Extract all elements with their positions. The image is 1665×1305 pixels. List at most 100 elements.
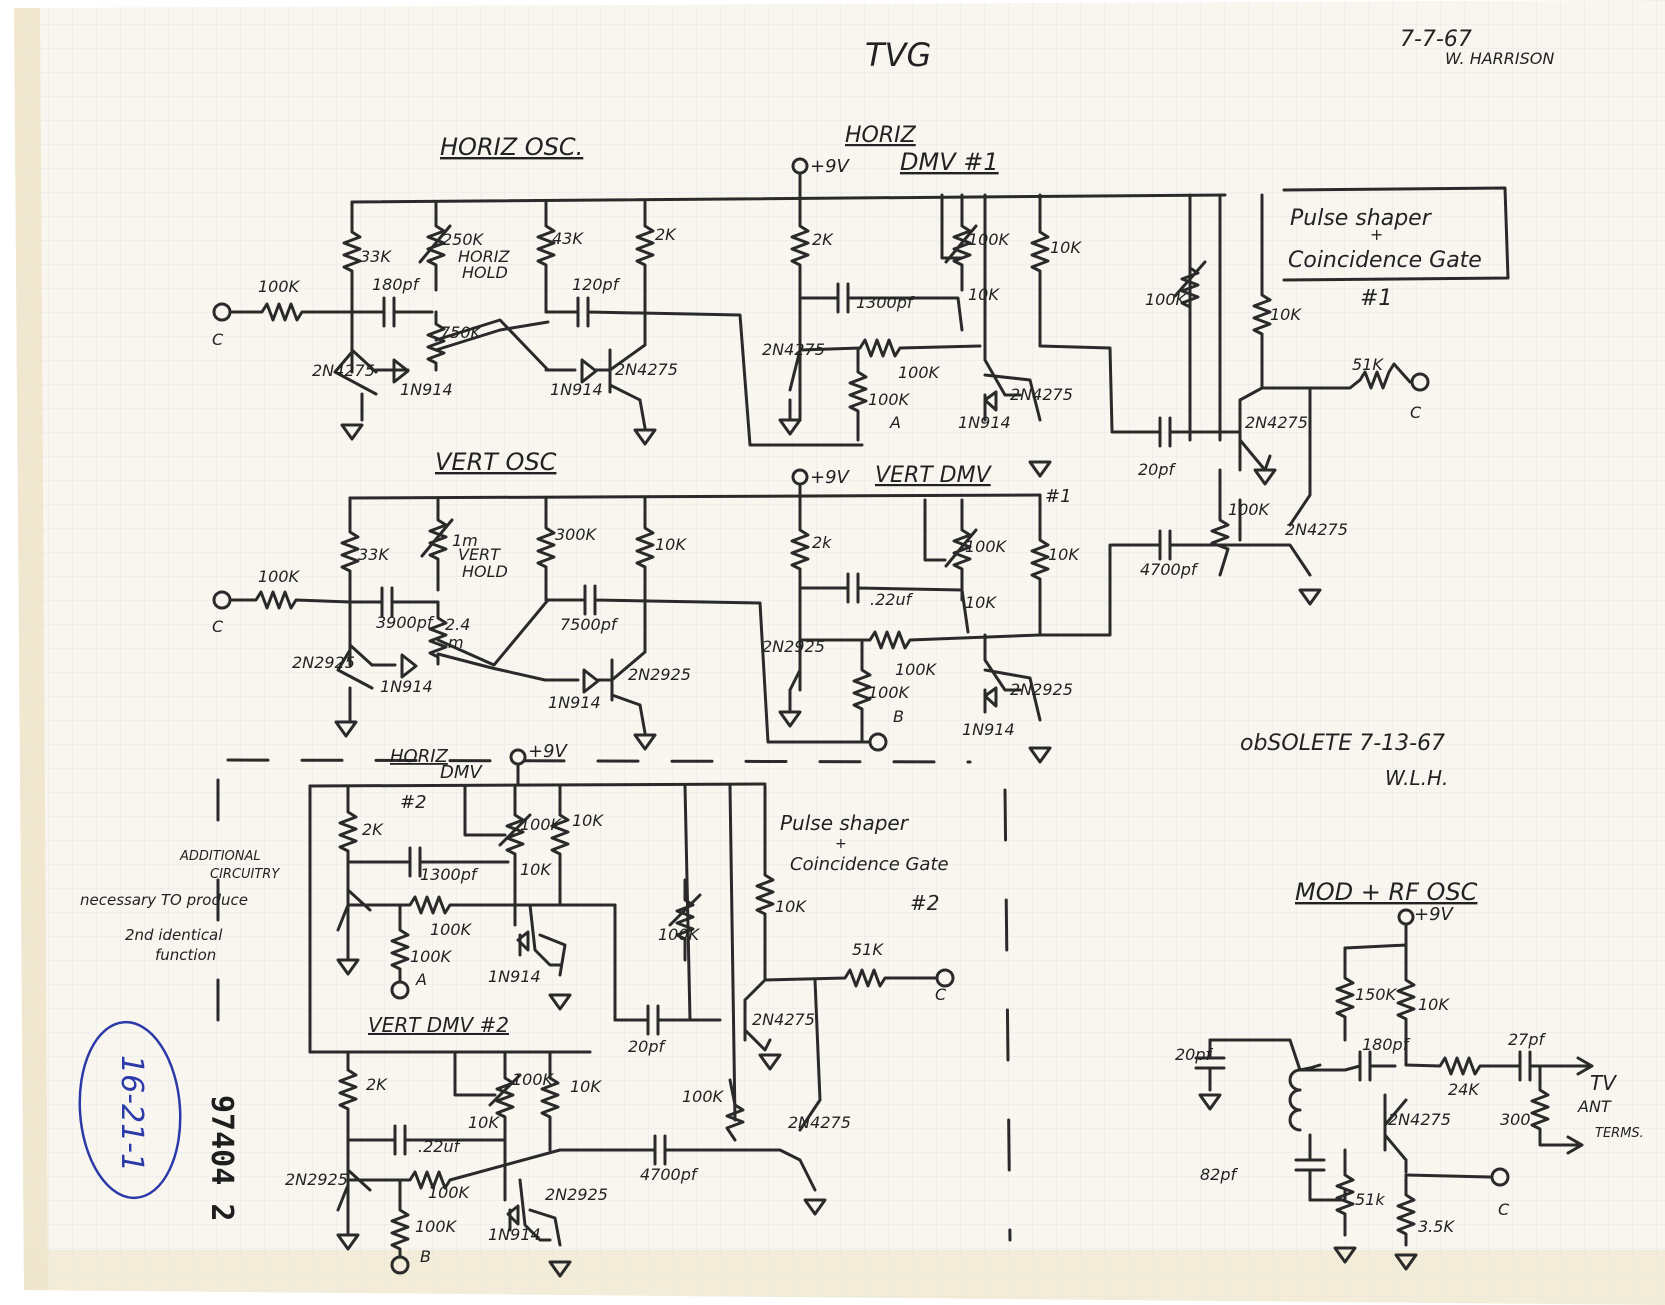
component-label: 150K (1355, 985, 1398, 1004)
component-label: 1N914 (962, 720, 1015, 739)
pulse-shaper-2-line1: Pulse shaper (780, 811, 910, 835)
section-horiz-dmv-2-number: #2 (400, 792, 427, 813)
component-label: 82pf (1200, 1165, 1239, 1184)
horiz-osc-circuit (212, 193, 1227, 447)
component-label: 100K (658, 925, 701, 944)
component-label: 4700pf (1140, 560, 1199, 579)
labels: TVG 7-7-67 W. HARRISON HORIZ OSC. HORIZ … (78, 27, 1644, 1266)
additional-note-4: 2nd identical (125, 926, 223, 944)
section-horiz-dmv-2-top: HORIZ (390, 746, 449, 767)
component-label: C (212, 330, 224, 349)
component-label: 20pf (1175, 1045, 1214, 1064)
author-label: W. HARRISON (1445, 49, 1554, 68)
additional-note-1: ADDITIONAL (179, 849, 261, 864)
component-label: B (420, 1247, 431, 1266)
component-label: 51k (1355, 1190, 1385, 1209)
component-label: 10K (520, 860, 552, 879)
section-horiz-dmv-1-top: HORIZ (845, 123, 917, 148)
component-label: 100K (1228, 500, 1271, 519)
obsolete-initials: W.L.H. (1385, 766, 1448, 790)
component-labels: 100KC33K180pf250KHORIZHOLD750K2N42751N91… (212, 225, 1547, 1266)
component-label: 20pf (1138, 460, 1177, 479)
component-label: 1m (452, 531, 478, 550)
additional-note-5: function (155, 946, 216, 964)
component-label: C (1410, 403, 1422, 422)
component-label: HOLD (462, 562, 508, 581)
section-vert-dmv-1-number: #1 (1045, 486, 1072, 507)
component-label: 2N4275 (788, 1113, 851, 1132)
component-label: 1N914 (488, 1225, 541, 1244)
component-label: 1300pf (420, 865, 479, 884)
component-label: 2N2925 (285, 1170, 348, 1189)
component-label: 300K (555, 525, 598, 544)
tv-antenna-label: TV (1590, 1071, 1617, 1095)
antenna-label: ANT (1577, 1097, 1612, 1116)
component-label: 100K (415, 1217, 458, 1236)
component-label: .22uf (870, 590, 914, 609)
paper-edge-stain (14, 8, 48, 1290)
component-label: A (415, 970, 427, 989)
additional-note-3: necessary TO produce (80, 891, 248, 909)
component-label: 2N2925 (1010, 680, 1073, 699)
component-label: 2k (812, 533, 832, 552)
component-label: 20pf (628, 1037, 667, 1056)
component-label: 2K (655, 225, 677, 244)
component-label: 2N4275 (1388, 1110, 1451, 1129)
component-label: 100K (258, 277, 301, 296)
pulse-shaper-1-circuit (1110, 186, 1510, 606)
component-label: 2K (812, 230, 834, 249)
component-label: 2K (366, 1075, 388, 1094)
vert-dmv-1-circuit (778, 468, 1112, 764)
component-label: 3900pf (376, 613, 435, 632)
component-label: B (893, 707, 904, 726)
component-label: 1N914 (550, 380, 603, 399)
horiz-dmv-2-circuit (308, 748, 767, 1054)
component-label: 100K (430, 920, 473, 939)
section-mod-rf-osc: MOD + RF OSC (1295, 878, 1478, 906)
terms-label: TERMS. (1595, 1126, 1644, 1141)
component-label: 10K (775, 897, 807, 916)
section-vert-dmv-2: VERT DMV #2 (368, 1013, 509, 1037)
additional-note-2: CIRCUITRY (210, 867, 280, 882)
component-label: 180pf (372, 275, 421, 294)
component-label: HOLD (462, 263, 508, 282)
component-label: 1N914 (488, 967, 541, 986)
component-label: 27pf (1508, 1030, 1547, 1049)
component-label: m (448, 633, 464, 652)
component-label: 180pf (1362, 1035, 1411, 1054)
component-label: 10K (570, 1077, 602, 1096)
title-label: TVG (865, 36, 931, 74)
dashed-separator (226, 758, 972, 764)
supply-label: +9V (810, 156, 851, 177)
component-label: 1N914 (400, 380, 453, 399)
component-label: 33K (358, 545, 390, 564)
component-label: 7500pf (560, 615, 619, 634)
component-label: 2N4275 (1245, 413, 1308, 432)
component-label: 100K (682, 1087, 725, 1106)
pulse-shaper-2-circuit (558, 784, 955, 1216)
vert-osc-circuit (212, 493, 1042, 752)
component-label: 1N914 (380, 677, 433, 696)
mod-rf-osc-circuit (1194, 908, 1594, 1271)
component-label: 250K (442, 230, 485, 249)
obsolete-label: obSOLETE 7-13-67 (1240, 731, 1445, 756)
component-label: 750K (440, 323, 483, 342)
pulse-shaper-1-line1: Pulse shaper (1290, 206, 1433, 231)
component-label: HORIZ (458, 247, 510, 266)
component-label: 2.4 (445, 615, 470, 634)
component-label: .22uf (418, 1137, 462, 1156)
component-label: 100K (428, 1183, 471, 1202)
pulse-shaper-1-line3: Coincidence Gate (1288, 248, 1482, 273)
component-label: 24K (1448, 1080, 1480, 1099)
component-label: VERT (458, 545, 501, 564)
component-label: 120pf (572, 275, 621, 294)
component-label: 2K (362, 820, 384, 839)
pulse-shaper-1-line2: + (1370, 225, 1383, 244)
component-label: 100K (895, 660, 938, 679)
component-label: C (1498, 1200, 1510, 1219)
component-label: 2N4275 (1010, 385, 1073, 404)
component-label: 2N4275 (312, 361, 375, 380)
component-label: 10K (965, 593, 997, 612)
component-label: 2N2925 (545, 1185, 608, 1204)
